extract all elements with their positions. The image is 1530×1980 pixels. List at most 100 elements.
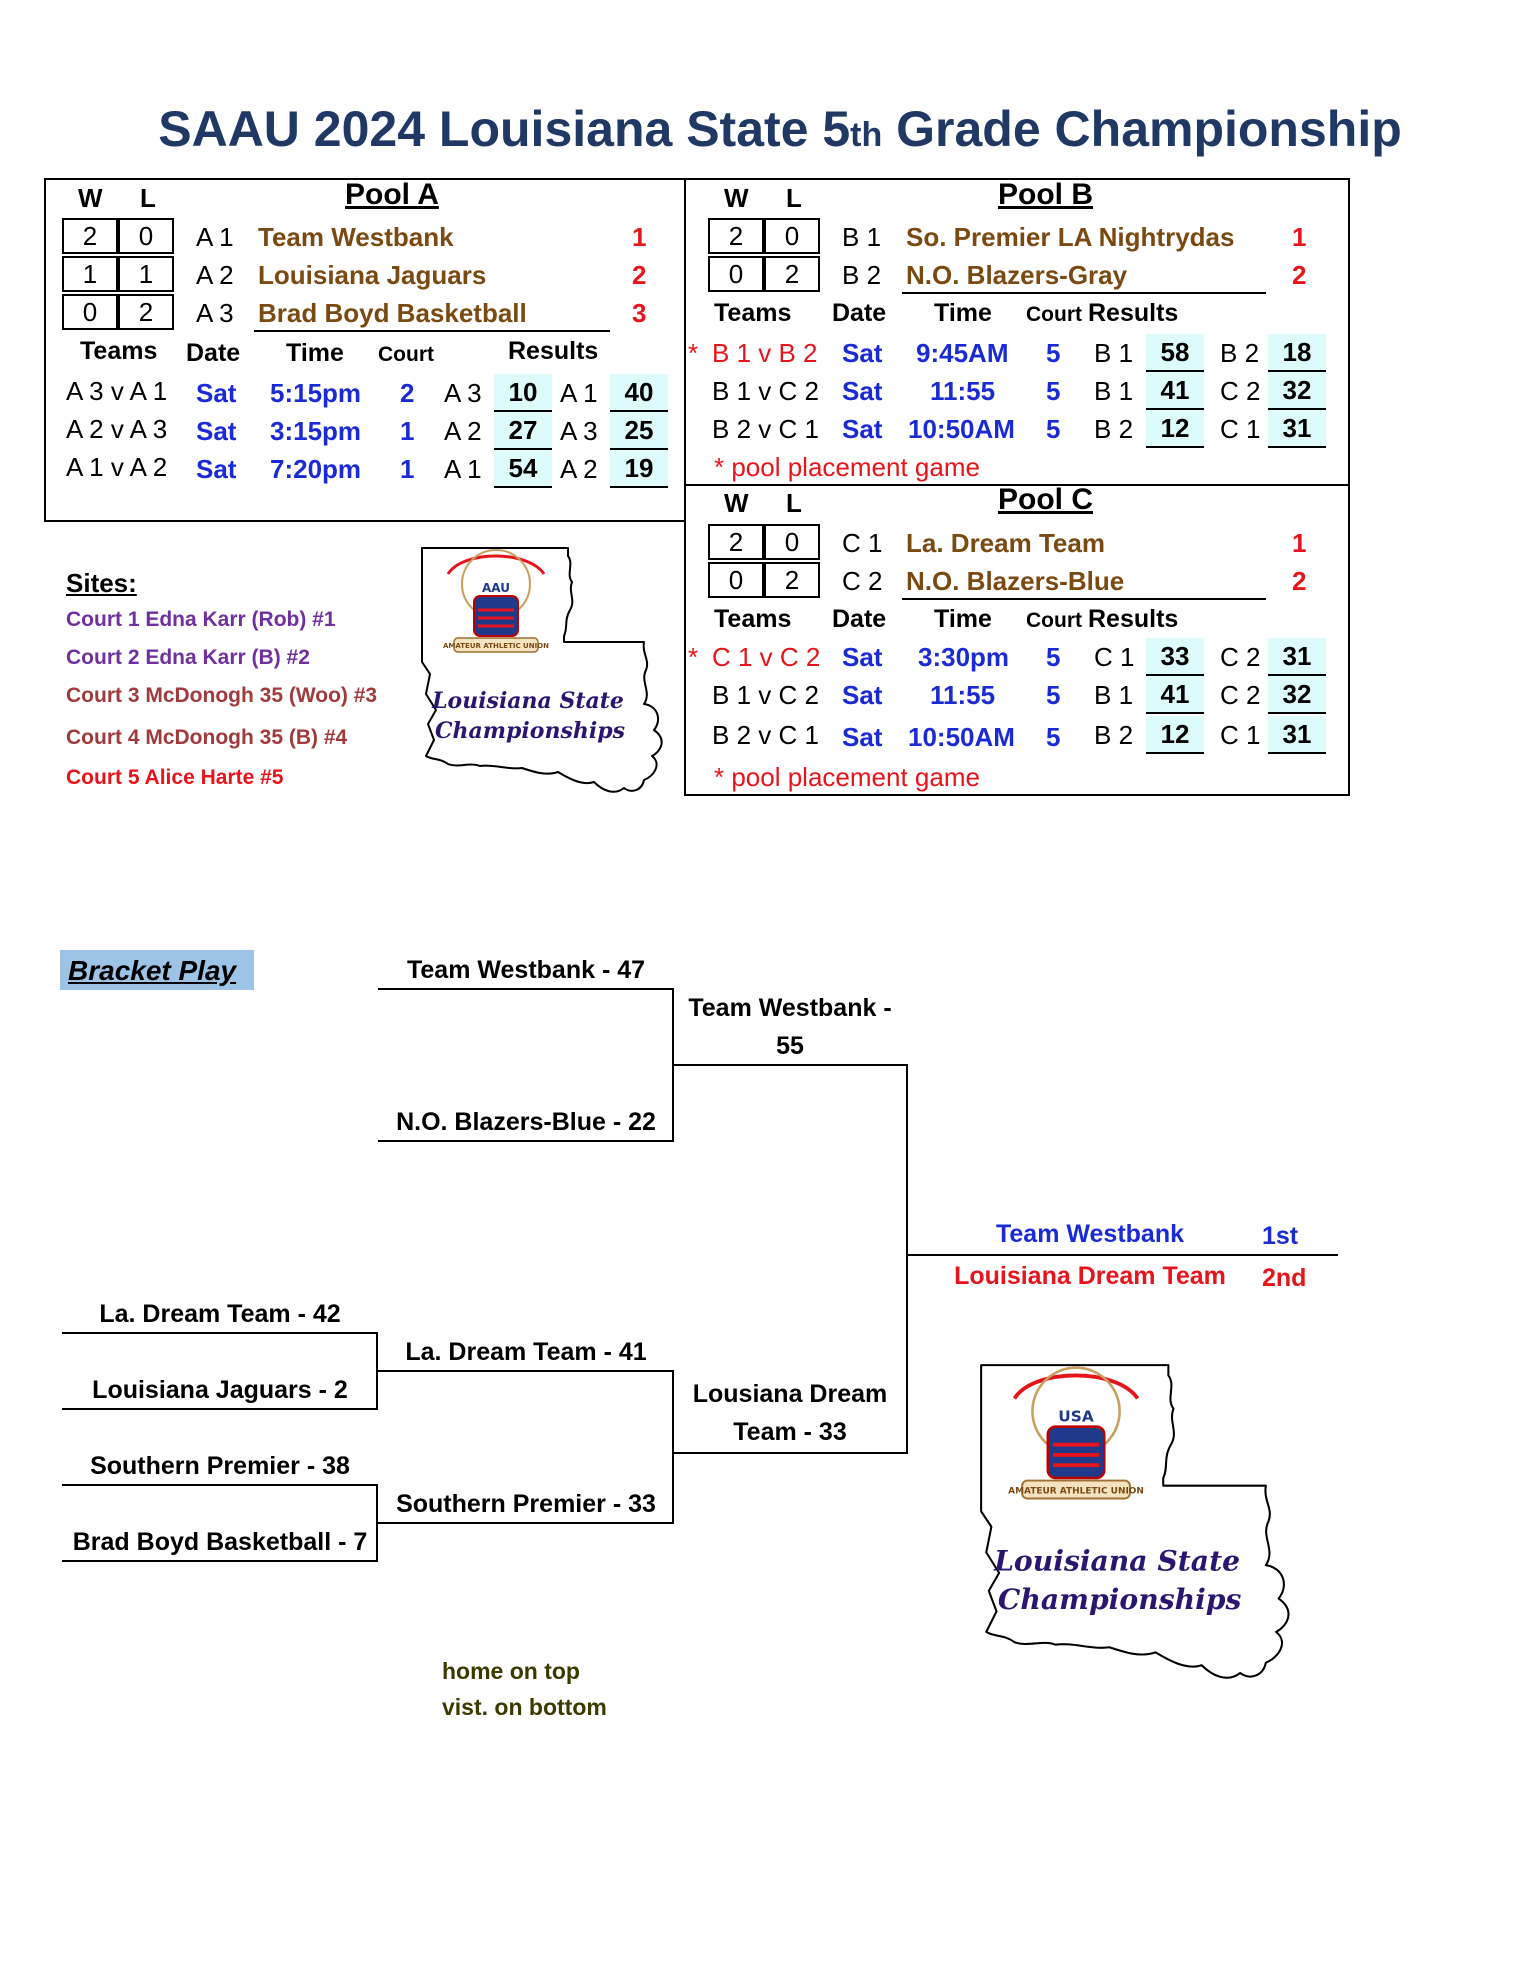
pool-c-game-date: Sat — [842, 680, 883, 710]
pool-b-game-date: Sat — [842, 376, 883, 406]
logo-line-1: Louisiana State — [431, 688, 624, 714]
pool-c-note: * pool placement game — [714, 762, 980, 792]
bracket-note-2: vist. on bottom — [442, 1694, 607, 1720]
bracket-semi-top-2: 55 — [776, 1032, 804, 1060]
bracket-champion-place: 1st — [1262, 1222, 1299, 1250]
pool-c-game-team2: C 1 — [1220, 720, 1261, 750]
pool-b-game-matchup: B 1 v B 2 — [712, 338, 818, 368]
bracket-line — [906, 1064, 908, 1454]
pool-c-game-matchup: B 1 v C 2 — [712, 680, 819, 710]
pool-a-game-score2: 25 — [610, 412, 668, 450]
pool-c-rank: 1 — [1292, 528, 1307, 558]
pool-b-game-team1: B 2 — [1094, 414, 1134, 444]
pool-a-game-team2: A 1 — [560, 378, 598, 408]
pool-c-header-court: Court — [1026, 609, 1082, 632]
pool-c-game-score2: 31 — [1268, 716, 1326, 754]
bracket-r1-top: Team Westbank - 47 — [406, 956, 646, 984]
pool-a-game-score2: 40 — [610, 374, 668, 412]
pool-c-rank: 2 — [1292, 566, 1307, 596]
louisiana-map-icon: USA AMATEUR ATHLETIC UNION Louisiana Sta… — [980, 1364, 1290, 1679]
pool-a-l-cell: 1 — [118, 256, 174, 292]
pool-a-team-name: Louisiana Jaguars — [258, 260, 487, 290]
pool-b-game-star: * — [688, 338, 699, 368]
pool-a-header-teams: Teams — [80, 337, 158, 365]
bracket-line — [62, 1560, 378, 1562]
sites-title: Sites: — [66, 568, 137, 598]
pool-c-w-cell: 0 — [708, 562, 764, 598]
pool-c-game-score1: 33 — [1146, 638, 1204, 676]
pool-a-seed: A 3 — [196, 298, 234, 328]
pool-b-seed: B 2 — [842, 260, 882, 290]
pool-c-game-score1: 41 — [1146, 676, 1204, 714]
pool-b-game-score1: 58 — [1146, 334, 1204, 372]
pool-a-game-score1: 27 — [494, 412, 552, 450]
pool-a-team-name: Team Westbank — [258, 222, 454, 252]
logo-line-2: Championships — [998, 1583, 1242, 1616]
pool-c-l-cell: 2 — [764, 562, 820, 598]
pool-b-w-cell: 0 — [708, 256, 764, 292]
pool-a-seed: A 1 — [196, 222, 234, 252]
bracket-playin-3: Southern Premier - 38 — [90, 1452, 350, 1480]
pool-b-seed: B 1 — [842, 222, 882, 252]
louisiana-state-logo-large: USA AMATEUR ATHLETIC UNION Louisiana Sta… — [976, 1360, 1312, 1696]
pool-b-header-results: Results — [1088, 299, 1179, 327]
pool-b-game-score2: 18 — [1268, 334, 1326, 372]
pool-b-team-name: N.O. Blazers-Gray — [906, 260, 1128, 290]
pool-b-team-name: So. Premier LA Nightrydas — [906, 222, 1235, 252]
pool-a-game-score1: 54 — [494, 450, 552, 488]
pool-a-header-time: Time — [286, 339, 344, 367]
pool-b-header-time: Time — [934, 299, 992, 327]
pool-b-game-team2: B 2 — [1220, 338, 1260, 368]
pool-a-game-team2: A 2 — [560, 454, 598, 484]
site-court-5: Court 5 Alice Harte #5 — [66, 766, 284, 789]
logo-badge: AAU — [482, 581, 510, 595]
louisiana-map-icon: AAU AMATEUR ATHLETIC UNION Louisiana Sta… — [421, 547, 663, 793]
pool-a-game-matchup: A 1 v A 2 — [66, 452, 168, 482]
pool-a-header-results: Results — [508, 337, 599, 365]
pool-b-header-date: Date — [832, 299, 887, 327]
pool-b-l-cell: 0 — [764, 218, 820, 254]
pool-a-game-matchup: A 2 v A 3 — [66, 414, 168, 444]
pool-c-seed: C 2 — [842, 566, 883, 596]
pool-c-game-time: 3:30pm — [918, 642, 1010, 672]
pool-c-game-star: * — [688, 642, 699, 672]
pool-a-game-date: Sat — [196, 416, 237, 446]
bracket-qf-1: La. Dream Team - 41 — [405, 1338, 647, 1366]
pool-b-rank: 1 — [1292, 222, 1307, 252]
pool-c-l-label: L — [786, 488, 802, 518]
pool-c-game-team1: C 1 — [1094, 642, 1135, 672]
pool-c-game-court: 5 — [1046, 722, 1061, 752]
bracket-label-bg — [60, 950, 254, 990]
bracket-qf-2: Southern Premier - 33 — [396, 1490, 656, 1518]
pool-a-game-score1: 10 — [494, 374, 552, 412]
pool-b-title: Pool B — [998, 178, 1093, 211]
pool-a-l-cell: 2 — [118, 294, 174, 330]
pool-b-game-time: 10:50AM — [908, 414, 1015, 444]
pool-b-l-label: L — [786, 183, 802, 213]
pool-b-game-court: 5 — [1046, 338, 1061, 368]
pool-b-l-cell: 2 — [764, 256, 820, 292]
pool-b-underline — [902, 292, 1266, 294]
pool-a-rank: 2 — [632, 260, 647, 290]
pool-b-game-court: 5 — [1046, 376, 1061, 406]
bracket-line — [378, 1370, 674, 1372]
pool-a-game-court: 1 — [400, 454, 415, 484]
pool-a-w-cell: 1 — [62, 256, 118, 292]
pool-c-header-teams: Teams — [714, 605, 792, 633]
pool-c-header-time: Time — [934, 605, 992, 633]
site-court-2: Court 2 Edna Karr (B) #2 — [66, 646, 310, 669]
pool-c-game-score2: 31 — [1268, 638, 1326, 676]
pool-b-game-matchup: B 2 v C 1 — [712, 414, 819, 444]
pool-c-team-name: N.O. Blazers-Blue — [906, 566, 1125, 596]
bracket-line — [378, 988, 674, 990]
pool-c-team-name: La. Dream Team — [906, 528, 1105, 558]
pool-c-w-cell: 2 — [708, 524, 764, 560]
bracket-line — [378, 1140, 674, 1142]
pool-a-game-date: Sat — [196, 378, 237, 408]
bracket-line — [62, 1408, 378, 1410]
pool-a-l-label: L — [140, 183, 156, 213]
pool-b-note: * pool placement game — [714, 452, 980, 482]
pool-c-game-score2: 32 — [1268, 676, 1326, 714]
pool-a-game-score2: 19 — [610, 450, 668, 488]
pool-c-game-team2: C 2 — [1220, 680, 1261, 710]
